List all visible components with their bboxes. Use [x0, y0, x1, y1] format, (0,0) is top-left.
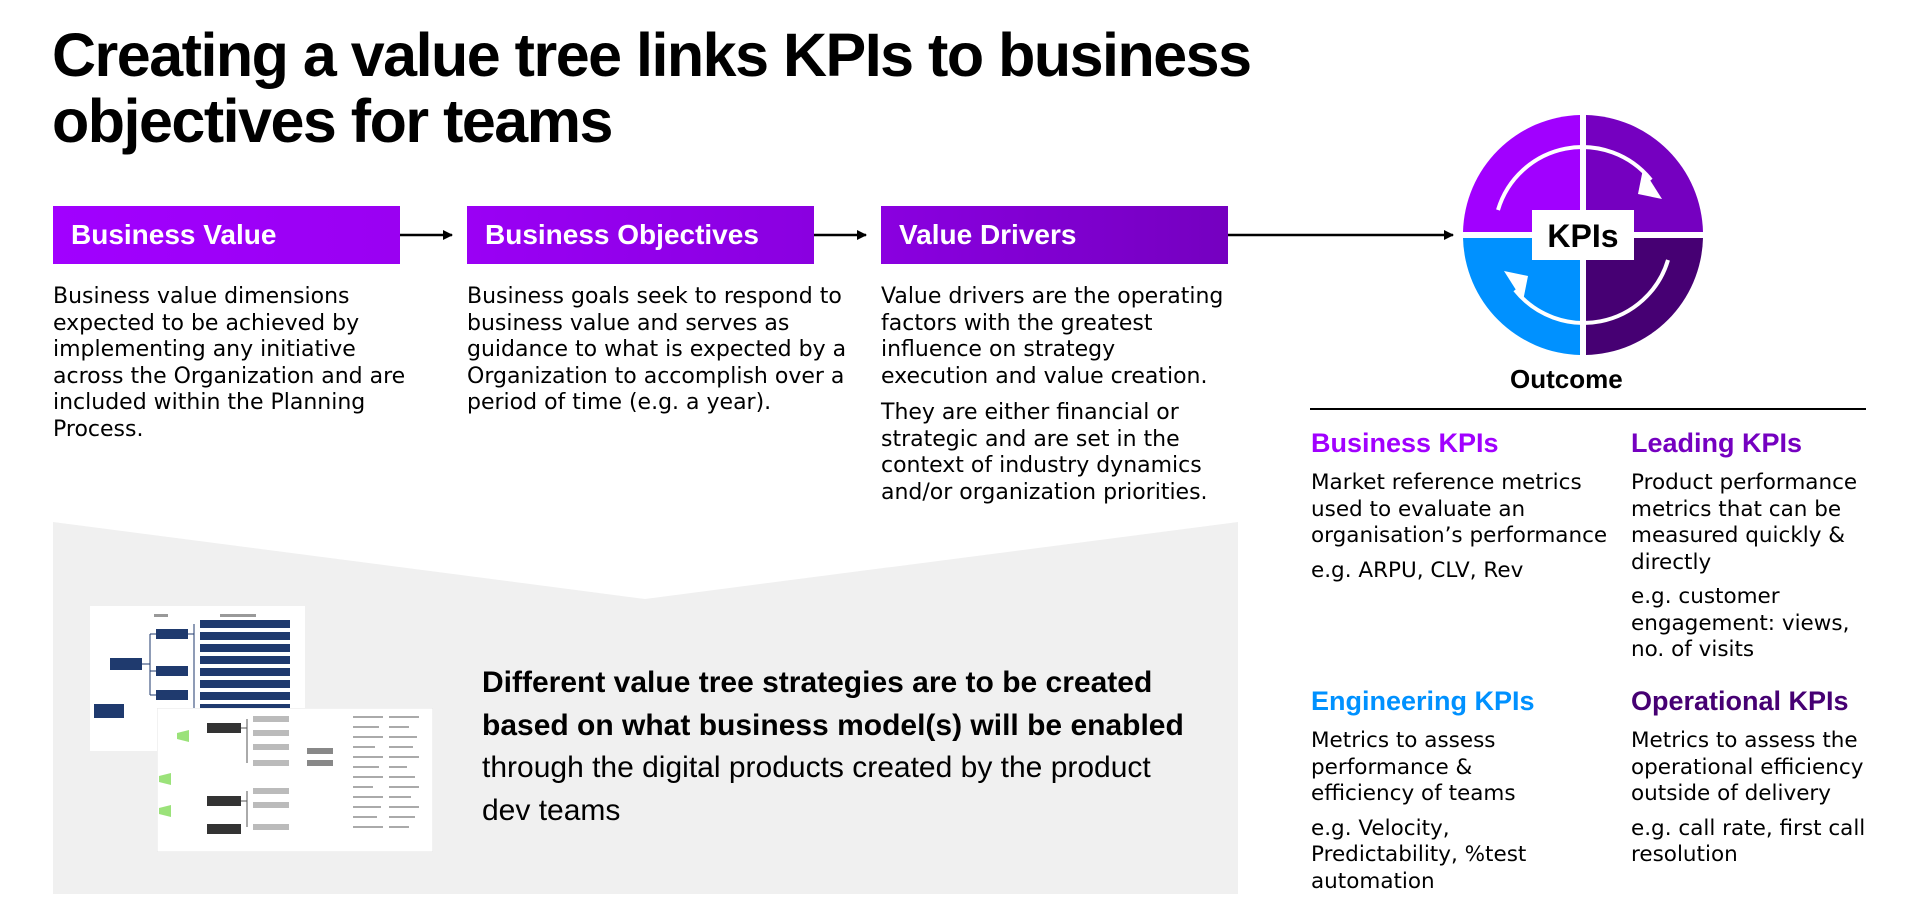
- outcome-label: Outcome: [1510, 364, 1623, 394]
- stage-label: Business Objectives: [485, 219, 759, 250]
- stage-description: Value drivers are the operating factors …: [881, 284, 1226, 506]
- kpi-example: e.g. customer engagement: views, no. of …: [1631, 584, 1850, 662]
- stage-description: Business goals seek to respond to busine…: [467, 284, 852, 417]
- statement-bold: Different value tree strategies are to b…: [482, 666, 1184, 742]
- kpi-circle: KPIs: [1463, 115, 1703, 355]
- kpi-description: Market reference metrics used to evaluat…: [1311, 470, 1608, 548]
- kpi-example: e.g. ARPU, CLV, Rev: [1311, 557, 1524, 583]
- description-text: They are either financial or strategic a…: [881, 400, 1208, 505]
- kpi-description: Metrics to assess performance & efficien…: [1311, 728, 1516, 806]
- stage-description: Business value dimensions expected to be…: [53, 284, 433, 443]
- value-tree-thumbnail: [157, 708, 433, 852]
- kpi-title-business: Business KPIs: [1311, 428, 1499, 458]
- description-text: Value drivers are the operating factors …: [881, 284, 1224, 389]
- kpi-body-business: Market reference metrics used to evaluat…: [1311, 470, 1611, 592]
- outcome-divider: [1310, 408, 1866, 410]
- stage-business-objectives: Business Objectives: [467, 206, 814, 264]
- cycle-arrows-icon: [1496, 145, 1670, 325]
- stage-business-value: Business Value: [53, 206, 400, 264]
- kpi-example: e.g. call rate, first call resolution: [1631, 815, 1866, 868]
- stage-label: Value Drivers: [899, 219, 1077, 250]
- description-text: Business goals seek to respond to busine…: [467, 284, 847, 415]
- kpi-description: Metrics to assess the operational effici…: [1631, 728, 1864, 806]
- description-text: Business value dimensions expected to be…: [53, 284, 406, 442]
- stage-label: Business Value: [71, 219, 277, 250]
- kpi-title-engineering: Engineering KPIs: [1311, 686, 1535, 716]
- kpi-body-operational: Metrics to assess the operational effici…: [1631, 728, 1871, 877]
- kpi-title-operational: Operational KPIs: [1631, 686, 1849, 716]
- kpi-body-engineering: Metrics to assess performance & efficien…: [1311, 728, 1561, 903]
- value-tree-statement: Different value tree strategies are to b…: [482, 662, 1202, 832]
- stage-value-drivers: Value Drivers: [881, 206, 1228, 264]
- kpi-description: Product performance metrics that can be …: [1631, 470, 1858, 575]
- kpi-body-leading: Product performance metrics that can be …: [1631, 470, 1866, 672]
- kpi-title-leading: Leading KPIs: [1631, 428, 1803, 458]
- page-title: Creating a value tree links KPIs to busi…: [52, 21, 1252, 155]
- kpi-center-label: KPIs: [1547, 218, 1618, 254]
- kpi-example: e.g. Velocity, Predictability, %test aut…: [1311, 815, 1527, 894]
- statement-regular: through the digital products created by …: [482, 751, 1151, 827]
